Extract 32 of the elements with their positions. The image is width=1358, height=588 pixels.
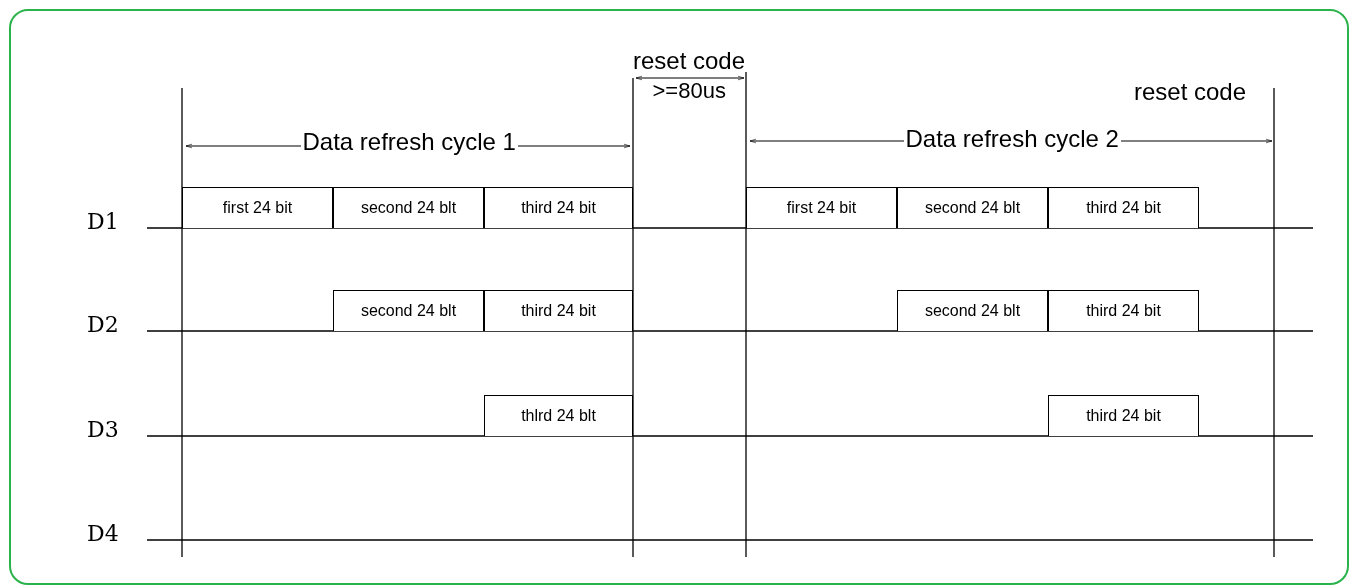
signal-name: D4 bbox=[87, 523, 119, 545]
bit-label: third 24 bit bbox=[1086, 407, 1161, 425]
bit-label: second 24 blt bbox=[924, 199, 1021, 217]
bit-label: second 24 blt bbox=[924, 302, 1021, 320]
data-bit-block bbox=[897, 187, 1048, 228]
data-bit-block bbox=[1048, 187, 1199, 228]
cycle-label: Data refresh cycle 1 bbox=[300, 130, 518, 154]
bit-label: second 24 blt bbox=[360, 199, 457, 217]
reset-label: reset code bbox=[1134, 80, 1247, 104]
signal-name: D3 bbox=[87, 419, 119, 441]
data-bit-block bbox=[484, 290, 633, 331]
bit-label: third 24 bit bbox=[521, 199, 596, 217]
bit-label: first 24 bit bbox=[222, 199, 293, 217]
data-bit-block bbox=[746, 187, 897, 228]
bit-label: third 24 bit bbox=[1086, 199, 1161, 217]
data-bit-block bbox=[1048, 290, 1199, 331]
data-bit-block bbox=[897, 290, 1048, 331]
bit-label: third 24 bit bbox=[521, 302, 596, 320]
data-bit-block bbox=[333, 290, 484, 331]
bit-label: second 24 blt bbox=[360, 302, 457, 320]
data-bit-block bbox=[1048, 395, 1199, 436]
bit-label: thlrd 24 blt bbox=[521, 407, 596, 425]
reset-label: reset code bbox=[633, 49, 746, 73]
signal-name: D1 bbox=[87, 211, 119, 233]
data-bit-block bbox=[484, 187, 633, 228]
data-bit-block bbox=[484, 395, 633, 436]
signal-name: D2 bbox=[87, 314, 119, 336]
data-bit-block bbox=[182, 187, 333, 228]
bit-label: first 24 bit bbox=[786, 199, 857, 217]
cycle-label: Data refresh cycle 2 bbox=[903, 127, 1121, 151]
data-bit-block bbox=[333, 187, 484, 228]
bit-label: third 24 bit bbox=[1086, 302, 1161, 320]
